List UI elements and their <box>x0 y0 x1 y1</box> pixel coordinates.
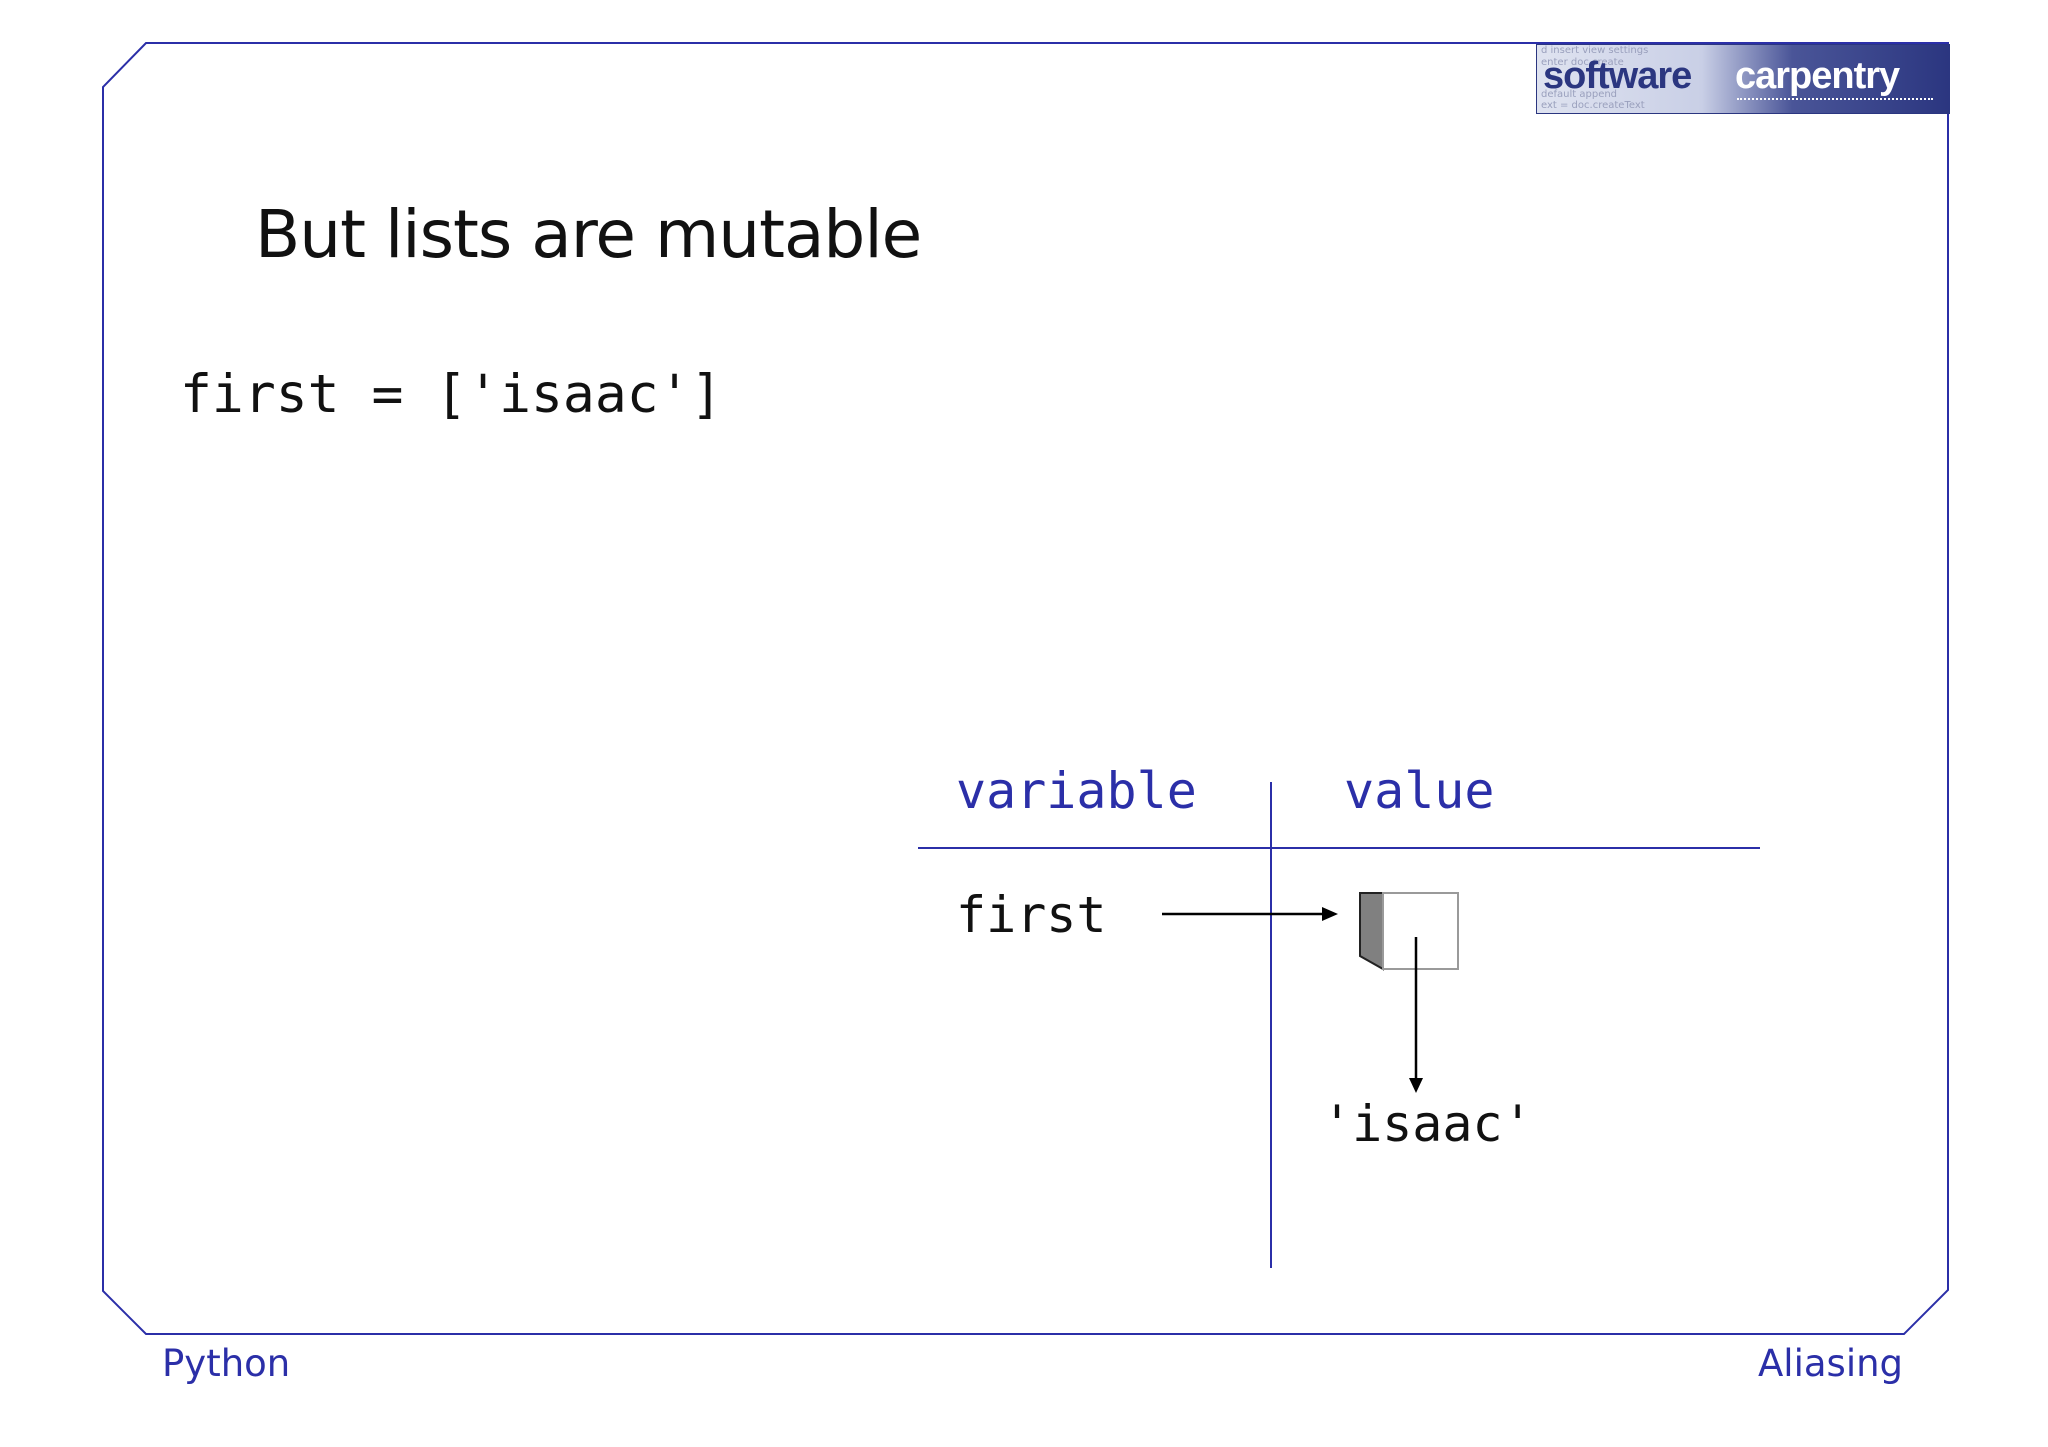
slide-border <box>102 42 1949 1335</box>
variable-name: first <box>956 886 1107 944</box>
variable-column-heading: variable <box>956 762 1197 820</box>
footer-topic-label: Aliasing <box>1758 1342 1904 1385</box>
software-carpentry-logo: d insert view settings enter doc create … <box>1536 44 1950 114</box>
element-arrow-head <box>1409 1078 1423 1093</box>
list-cap <box>1359 892 1384 971</box>
string-value: 'isaac' <box>1322 1095 1533 1153</box>
slide-title: But lists are mutable <box>255 196 922 273</box>
reference-arrow-head <box>1322 907 1338 921</box>
logo-word-carpentry: carpentry <box>1735 55 1900 97</box>
value-column-heading: value <box>1344 762 1495 820</box>
logo-ghost-text: d insert view settings <box>1541 45 1649 56</box>
list-cell <box>1382 892 1459 970</box>
logo-ghost-text: ext = doc.createText <box>1541 100 1645 111</box>
logo-ghost-text: enter doc create <box>1541 57 1624 68</box>
code-line: first = ['isaac'] <box>180 364 723 425</box>
logo-word-software: software <box>1543 55 1692 97</box>
logo-ghost-text: default append <box>1541 89 1618 100</box>
footer-course-label: Python <box>162 1342 291 1385</box>
logo-dotted-rule <box>1737 98 1933 100</box>
